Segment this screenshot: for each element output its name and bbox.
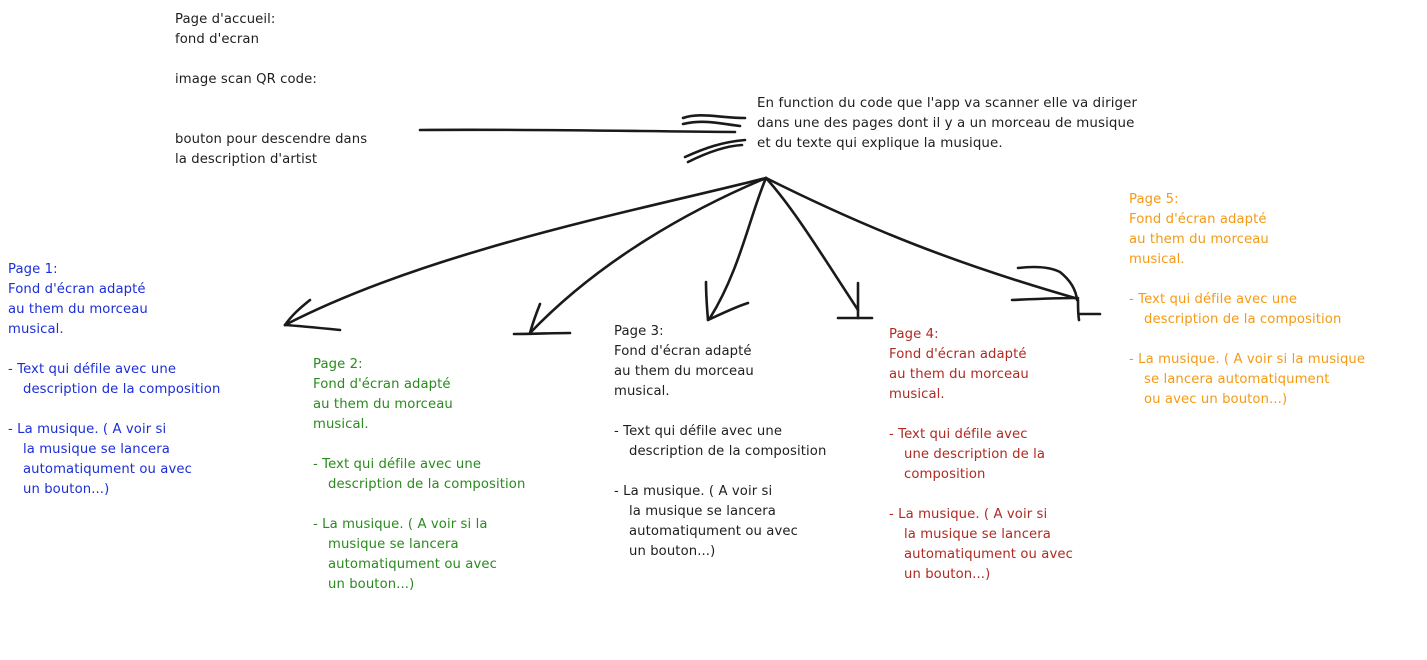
page1-notes: Page 1: Fond d'écran adapté au them du m… — [8, 260, 220, 500]
spacer — [8, 340, 220, 360]
arrow-home-to-router-head-top — [681, 114, 747, 120]
page5-bullet2: - La musique. ( A voir si la musique — [1129, 352, 1366, 367]
arrow-to-page3 — [708, 176, 768, 320]
arrow-home-to-router-head-bottom — [683, 138, 747, 159]
page4-bullet1: composition — [904, 467, 986, 482]
home-button-line1: bouton pour descendre dans — [175, 132, 368, 147]
arrow-to-page1 — [283, 176, 768, 327]
page2-bullet1: - Text qui défile avec une — [313, 457, 482, 472]
page5-bullet2: ou avec un bouton...) — [1144, 392, 1288, 407]
arrow-home-to-router — [418, 128, 737, 134]
page2-bullet1: description de la composition — [328, 477, 526, 492]
page2-bullet2: - La musique. ( A voir si la — [313, 517, 488, 532]
page5-desc: Fond d'écran adapté — [1129, 212, 1267, 227]
page2-desc: au them du morceau — [313, 397, 453, 412]
page3-bullet1: description de la composition — [629, 444, 827, 459]
spacer — [8, 400, 220, 420]
home-title: Page d'accueil: — [175, 12, 276, 27]
router-notes: En function du code que l'app va scanner… — [757, 94, 1137, 154]
page4-bullet2: - La musique. ( A voir si — [889, 507, 1048, 522]
page4-bullet1: - Text qui défile avec — [889, 427, 1028, 442]
page4-desc: musical. — [889, 387, 945, 402]
page2-title: Page 2: — [313, 357, 363, 372]
home-background: fond d'ecran — [175, 32, 260, 47]
page2-bullet2: musique se lancera — [328, 537, 459, 552]
router-line1: En function du code que l'app va scanner… — [757, 96, 1138, 111]
page3-desc: Fond d'écran adapté — [614, 344, 752, 359]
spacer — [889, 405, 1073, 425]
page4-notes: Page 4: Fond d'écran adapté au them du m… — [889, 325, 1073, 585]
arrow-home-to-router-head-top2 — [681, 120, 742, 128]
page5-desc: musical. — [1129, 252, 1185, 267]
spacer — [1129, 270, 1365, 290]
arrow-to-page5-tail — [1076, 298, 1081, 322]
page2-desc: Fond d'écran adapté — [313, 377, 451, 392]
arrow-to-page1-head-a — [283, 298, 312, 327]
arrow-to-page2 — [528, 176, 768, 335]
page3-bullet2: automatiqument ou avec — [629, 524, 798, 539]
page4-bullet2: la musique se lancera — [904, 527, 1051, 542]
page4-desc: Fond d'écran adapté — [889, 347, 1027, 362]
page4-bullet1: une description de la — [904, 447, 1046, 462]
page3-title: Page 3: — [614, 324, 664, 339]
spacer — [313, 435, 525, 455]
arrow-to-page5 — [764, 176, 1077, 300]
page3-desc: musical. — [614, 384, 670, 399]
page3-bullet2: un bouton...) — [629, 544, 716, 559]
page1-bullet1: - Text qui défile avec une — [8, 362, 177, 377]
spacer — [889, 485, 1073, 505]
page4-bullet2: automatiqument ou avec — [904, 547, 1073, 562]
page1-bullet2: la musique se lancera — [23, 442, 170, 457]
page1-title: Page 1: — [8, 262, 58, 277]
page5-title: Page 5: — [1129, 192, 1179, 207]
page3-bullet2: la musique se lancera — [629, 504, 776, 519]
arrow-to-page2-head-b — [512, 331, 572, 336]
page1-desc: musical. — [8, 322, 64, 337]
spacer — [175, 110, 367, 130]
page1-desc: Fond d'écran adapté — [8, 282, 146, 297]
spacer — [175, 50, 367, 70]
page1-bullet2: - La musique. ( A voir si — [8, 422, 167, 437]
page2-notes: Page 2: Fond d'écran adapté au them du m… — [313, 355, 525, 595]
home-button-line2: la description d'artist — [175, 152, 318, 167]
spacer — [614, 402, 826, 422]
page5-bullet1: description de la composition — [1144, 312, 1342, 327]
page1-bullet2: un bouton...) — [23, 482, 110, 497]
page1-bullet2: automatiqument ou avec — [23, 462, 192, 477]
arrow-to-page1-head-b — [283, 323, 342, 332]
arrow-to-page5-head-b — [1010, 296, 1080, 302]
page3-bullet1: - Text qui défile avec une — [614, 424, 783, 439]
router-line3: et du texte qui explique la musique. — [757, 136, 1003, 151]
page5-bullet2: se lancera automatiqument — [1144, 372, 1330, 387]
arrow-home-to-router-head-bottom2 — [686, 143, 744, 164]
page4-desc: au them du morceau — [889, 367, 1029, 382]
spacer — [614, 462, 826, 482]
page5-notes: Page 5: Fond d'écran adapté au them du m… — [1129, 190, 1365, 410]
page4-title: Page 4: — [889, 327, 939, 342]
arrow-to-page5-head-a — [1016, 265, 1079, 302]
page5-bullet1: - Text qui défile avec une — [1129, 292, 1298, 307]
page2-bullet2: un bouton...) — [328, 577, 415, 592]
page4-bullet2: un bouton...) — [904, 567, 991, 582]
page3-notes: Page 3: Fond d'écran adapté au them du m… — [614, 322, 826, 562]
spacer — [1129, 330, 1365, 350]
router-line2: dans une des pages dont il y a un morcea… — [757, 116, 1135, 131]
page3-desc: au them du morceau — [614, 364, 754, 379]
page3-bullet2: - La musique. ( A voir si — [614, 484, 773, 499]
home-qr: image scan QR code: — [175, 72, 317, 87]
page2-bullet2: automatiqument ou avec — [328, 557, 497, 572]
page1-desc: au them du morceau — [8, 302, 148, 317]
spacer — [175, 90, 367, 110]
arrow-to-page4 — [764, 176, 860, 312]
page5-desc: au them du morceau — [1129, 232, 1269, 247]
page1-bullet1: description de la composition — [23, 382, 221, 397]
arrow-to-page2-head-a — [528, 302, 542, 335]
arrow-to-page3-head-a — [704, 280, 710, 322]
spacer — [313, 495, 525, 515]
page2-desc: musical. — [313, 417, 369, 432]
arrow-to-page3-head-b — [706, 301, 750, 322]
home-notes: Page d'accueil: fond d'ecran image scan … — [175, 10, 367, 170]
